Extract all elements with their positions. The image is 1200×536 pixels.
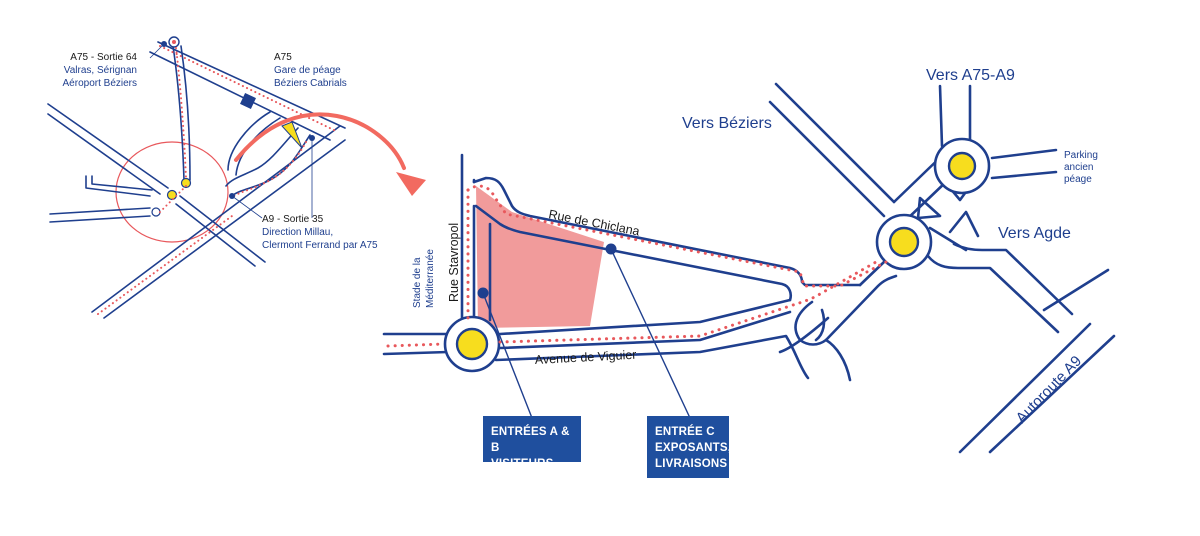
detail-map: Rue de Chiclana Rue Stavropol Avenue de … (382, 67, 1116, 454)
stade-line2: Méditerranée (425, 249, 436, 308)
exit-a9-line2: Clermont Ferrand par A75 (262, 240, 378, 251)
stade-line1: Stade de la (412, 257, 423, 308)
exit-a75-line2: Aéroport Béziers (63, 78, 137, 89)
zoom-arrow (234, 112, 406, 170)
exit-a75-line1: Valras, Sérignan (64, 65, 137, 76)
direction-agde: Vers Agde (998, 225, 1071, 242)
exit-a75-title: A75 - Sortie 64 (70, 52, 137, 63)
street-stavropol: Rue Stavropol (447, 223, 461, 302)
parking-line1: Parking (1064, 150, 1098, 161)
entrance-ab-line1: ENTRÉES A & B (491, 426, 570, 454)
direction-beziers: Vers Béziers (682, 115, 772, 132)
parking-line3: péage (1064, 174, 1092, 185)
toll-line2: Béziers Cabrials (274, 78, 347, 89)
exit-a9-title: A9 - Sortie 35 (262, 214, 324, 225)
street-viguier: Avenue de Viguier (534, 348, 636, 367)
entrance-c-line2: EXPOSANTS, (655, 442, 732, 454)
toll-title: A75 (274, 52, 292, 63)
exhibition-site-area (476, 186, 604, 328)
toll-line1: Gare de péage (274, 65, 341, 76)
parking-line2: ancien (1064, 162, 1093, 173)
entrance-c-line1: ENTRÉE C (655, 426, 715, 438)
entrance-ab-line2: VISITEURS (491, 458, 554, 470)
direction-a75-a9: Vers A75-A9 (926, 67, 1015, 84)
entrance-c-badge: ENTRÉE C EXPOSANTS, LIVRAISONS (647, 416, 732, 478)
entrance-c-line3: LIVRAISONS (655, 458, 728, 470)
toll-plaza-marker (240, 93, 256, 109)
exit-a9-line1: Direction Millau, (262, 227, 333, 238)
overview-map: A75 - Sortie 64 Valras, Sérignan Aéropor… (47, 36, 426, 319)
entrance-ab-badge: ENTRÉES A & B VISITEURS (483, 416, 581, 470)
